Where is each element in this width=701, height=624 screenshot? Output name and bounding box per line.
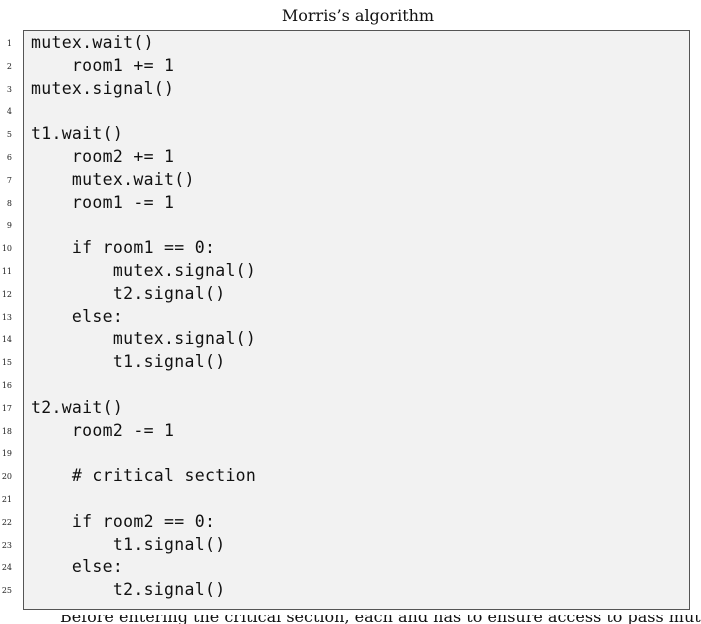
- code-line: 18 room2 -= 1: [0, 420, 701, 443]
- line-code: t1.signal(): [31, 534, 226, 554]
- code-line: 5 t1.wait(): [0, 123, 701, 146]
- line-code: mutex.wait(): [31, 33, 154, 52]
- code-line: 11 mutex.signal(): [0, 260, 701, 283]
- line-code: # critical section: [31, 466, 257, 486]
- code-line: 9: [0, 214, 701, 237]
- code-line: 16: [0, 374, 701, 397]
- line-code: t2.signal(): [31, 580, 226, 600]
- code-line: 7 mutex.wait(): [0, 169, 701, 192]
- line-number: 18: [1, 426, 12, 436]
- line-code: t1.signal(): [31, 352, 226, 372]
- listing-title: Morris’s algorithm: [281, 6, 435, 25]
- code-listing-box: [23, 30, 690, 610]
- code-line: 19: [0, 442, 701, 465]
- code-line: 3 mutex.signal(): [0, 78, 701, 101]
- line-number: 5: [6, 130, 12, 140]
- code-line: 15 t1.signal(): [0, 351, 701, 374]
- line-number: 1: [6, 39, 12, 48]
- trailing-body-text-line: Before entering the critical section, ea…: [60, 615, 701, 624]
- code-line: 6 room2 += 1: [0, 146, 701, 169]
- code-line: 23 t1.signal(): [0, 534, 701, 557]
- line-code: t2.wait(): [31, 397, 124, 417]
- line-number: 25: [1, 586, 12, 596]
- line-number: 23: [1, 540, 12, 550]
- code-line: 13 else:: [0, 306, 701, 329]
- line-code: room1 -= 1: [31, 192, 175, 212]
- line-code: room1 += 1: [31, 55, 175, 75]
- line-number: 4: [6, 107, 12, 117]
- code-line: 8 room1 -= 1: [0, 192, 701, 215]
- line-number: 19: [1, 449, 12, 459]
- line-code: else:: [31, 557, 124, 577]
- line-code: if room2 == 0:: [31, 511, 216, 531]
- line-number: 22: [1, 517, 12, 527]
- code-line: 24 else:: [0, 556, 701, 579]
- code-line: 1 mutex.wait(): [0, 32, 701, 55]
- line-number: 8: [6, 198, 12, 208]
- line-code: mutex.signal(): [31, 78, 175, 98]
- line-code: room2 += 1: [31, 146, 175, 166]
- line-number: 3: [6, 84, 12, 94]
- line-number: 16: [1, 380, 12, 390]
- code-line: 25 t2.signal(): [0, 579, 701, 602]
- code-line: 2 room1 += 1: [0, 55, 701, 78]
- line-code: t2.signal(): [31, 283, 226, 303]
- line-number: 14: [1, 335, 12, 345]
- line-code: else:: [31, 306, 124, 326]
- line-number: 11: [1, 266, 12, 276]
- line-code: mutex.signal(): [31, 260, 257, 280]
- line-code: t1.wait(): [31, 124, 124, 144]
- code-line: 4: [0, 100, 701, 123]
- code-lines: 1 mutex.wait() 2 room1 += 1 3 mutex.signal…: [0, 32, 701, 602]
- line-number: 21: [1, 494, 12, 504]
- code-line: 10 if room1 == 0:: [0, 237, 701, 260]
- code-line: 17 t2.wait(): [0, 397, 701, 420]
- line-code: room2 -= 1: [31, 420, 175, 440]
- line-number: 7: [6, 175, 12, 185]
- trailing-body-text: Before entering the critical section, ea…: [0, 615, 701, 624]
- code-line: 14 mutex.signal(): [0, 328, 701, 351]
- line-number: 9: [6, 221, 12, 231]
- line-code: if room1 == 0:: [31, 238, 216, 258]
- line-number: 10: [1, 244, 12, 254]
- line-number: 17: [1, 403, 12, 413]
- line-number: 2: [6, 61, 12, 71]
- line-code: mutex.wait(): [31, 169, 195, 189]
- code-line: 21: [0, 488, 701, 511]
- line-number: 24: [1, 563, 12, 573]
- line-number: 6: [6, 152, 12, 162]
- code-line: 12 t2.signal(): [0, 283, 701, 306]
- line-number: 12: [1, 289, 12, 299]
- line-number: 15: [1, 358, 12, 368]
- code-line: 20 # critical section: [0, 465, 701, 488]
- code-line: 22 if room2 == 0:: [0, 511, 701, 534]
- line-number: 20: [1, 472, 12, 482]
- line-code: mutex.signal(): [31, 329, 257, 349]
- line-number: 13: [1, 312, 12, 322]
